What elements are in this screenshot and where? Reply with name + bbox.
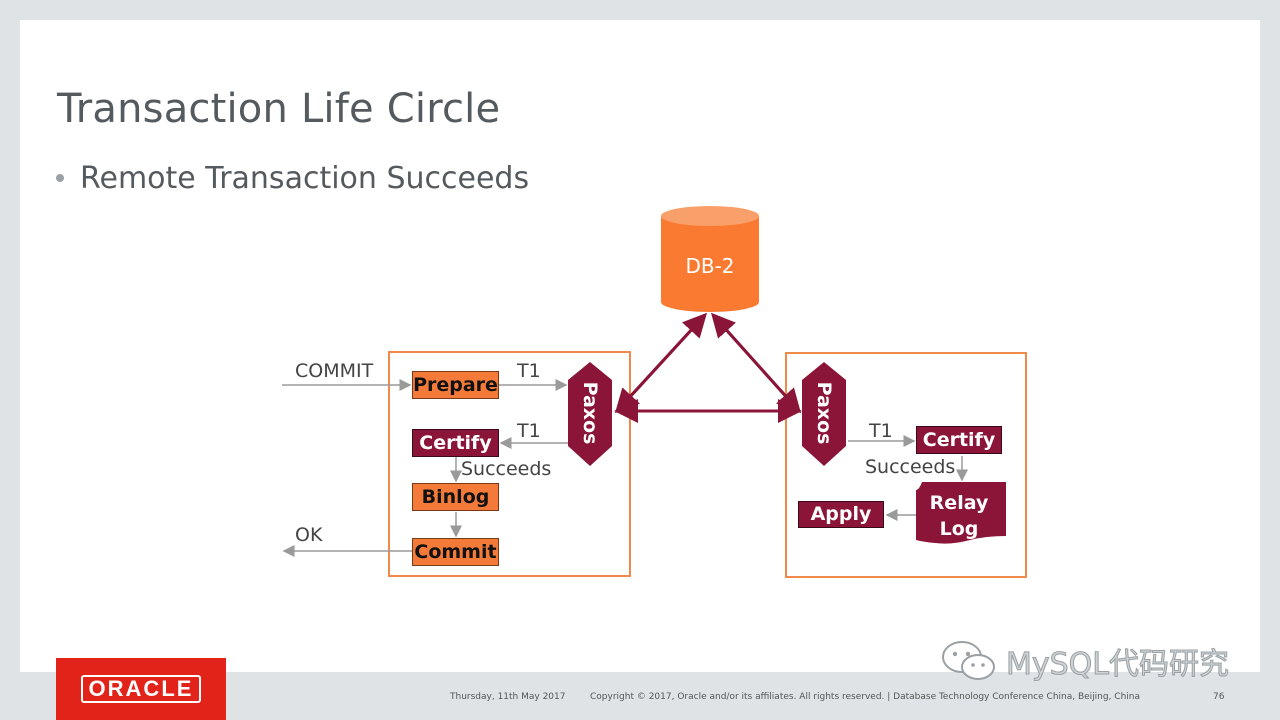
- commit-input-label: COMMIT: [295, 360, 374, 382]
- certify-box-left: Certify: [412, 429, 499, 457]
- t1-label-right: T1: [869, 420, 893, 442]
- t1-label-mid: T1: [517, 420, 541, 442]
- paxos-links: [614, 312, 802, 423]
- commit-box: Commit: [412, 538, 499, 566]
- db-label: DB-2: [685, 254, 735, 278]
- paxos-label-right: Paxos: [813, 381, 835, 445]
- paxos-label-left: Paxos: [579, 381, 601, 445]
- apply-box: Apply: [798, 501, 884, 528]
- left-node-frame: [388, 351, 631, 577]
- oracle-logo: ORACLE: [56, 658, 226, 720]
- certify-box-right: Certify: [916, 426, 1002, 454]
- relay-log-label: Relay Log: [918, 490, 1000, 542]
- footer-copyright: Copyright © 2017, Oracle and/or its affi…: [590, 692, 1141, 702]
- right-node-frame: [785, 352, 1027, 578]
- relay-log-line1: Relay: [929, 492, 989, 514]
- succeeds-label-right: Succeeds: [865, 456, 956, 478]
- left-paxos-shape: [568, 362, 612, 466]
- footer-date: Thursday, 11th May 2017: [450, 692, 566, 702]
- watermark-text: MySQL代码研究: [1005, 647, 1230, 683]
- watermark: MySQL代码研究: [940, 638, 1250, 684]
- db-cylinder: [661, 206, 759, 312]
- relay-log-line2: Log: [939, 518, 979, 540]
- t1-label-top: T1: [517, 360, 541, 382]
- right-paxos-shape: [802, 362, 846, 466]
- binlog-box: Binlog: [412, 483, 499, 511]
- prepare-box: Prepare: [412, 371, 499, 399]
- oracle-logo-text: ORACLE: [80, 675, 202, 703]
- bullet-dot: [56, 174, 64, 182]
- wechat-icon: [942, 641, 995, 680]
- relay-log-shape: [916, 482, 1006, 544]
- page-number: 76: [1213, 692, 1225, 702]
- slide: [20, 20, 1260, 672]
- page-title: Transaction Life Circle: [57, 86, 501, 132]
- succeeds-label-left: Succeeds: [461, 458, 552, 480]
- bullet-text: Remote Transaction Succeeds: [80, 161, 530, 196]
- ok-output-label: OK: [295, 524, 323, 546]
